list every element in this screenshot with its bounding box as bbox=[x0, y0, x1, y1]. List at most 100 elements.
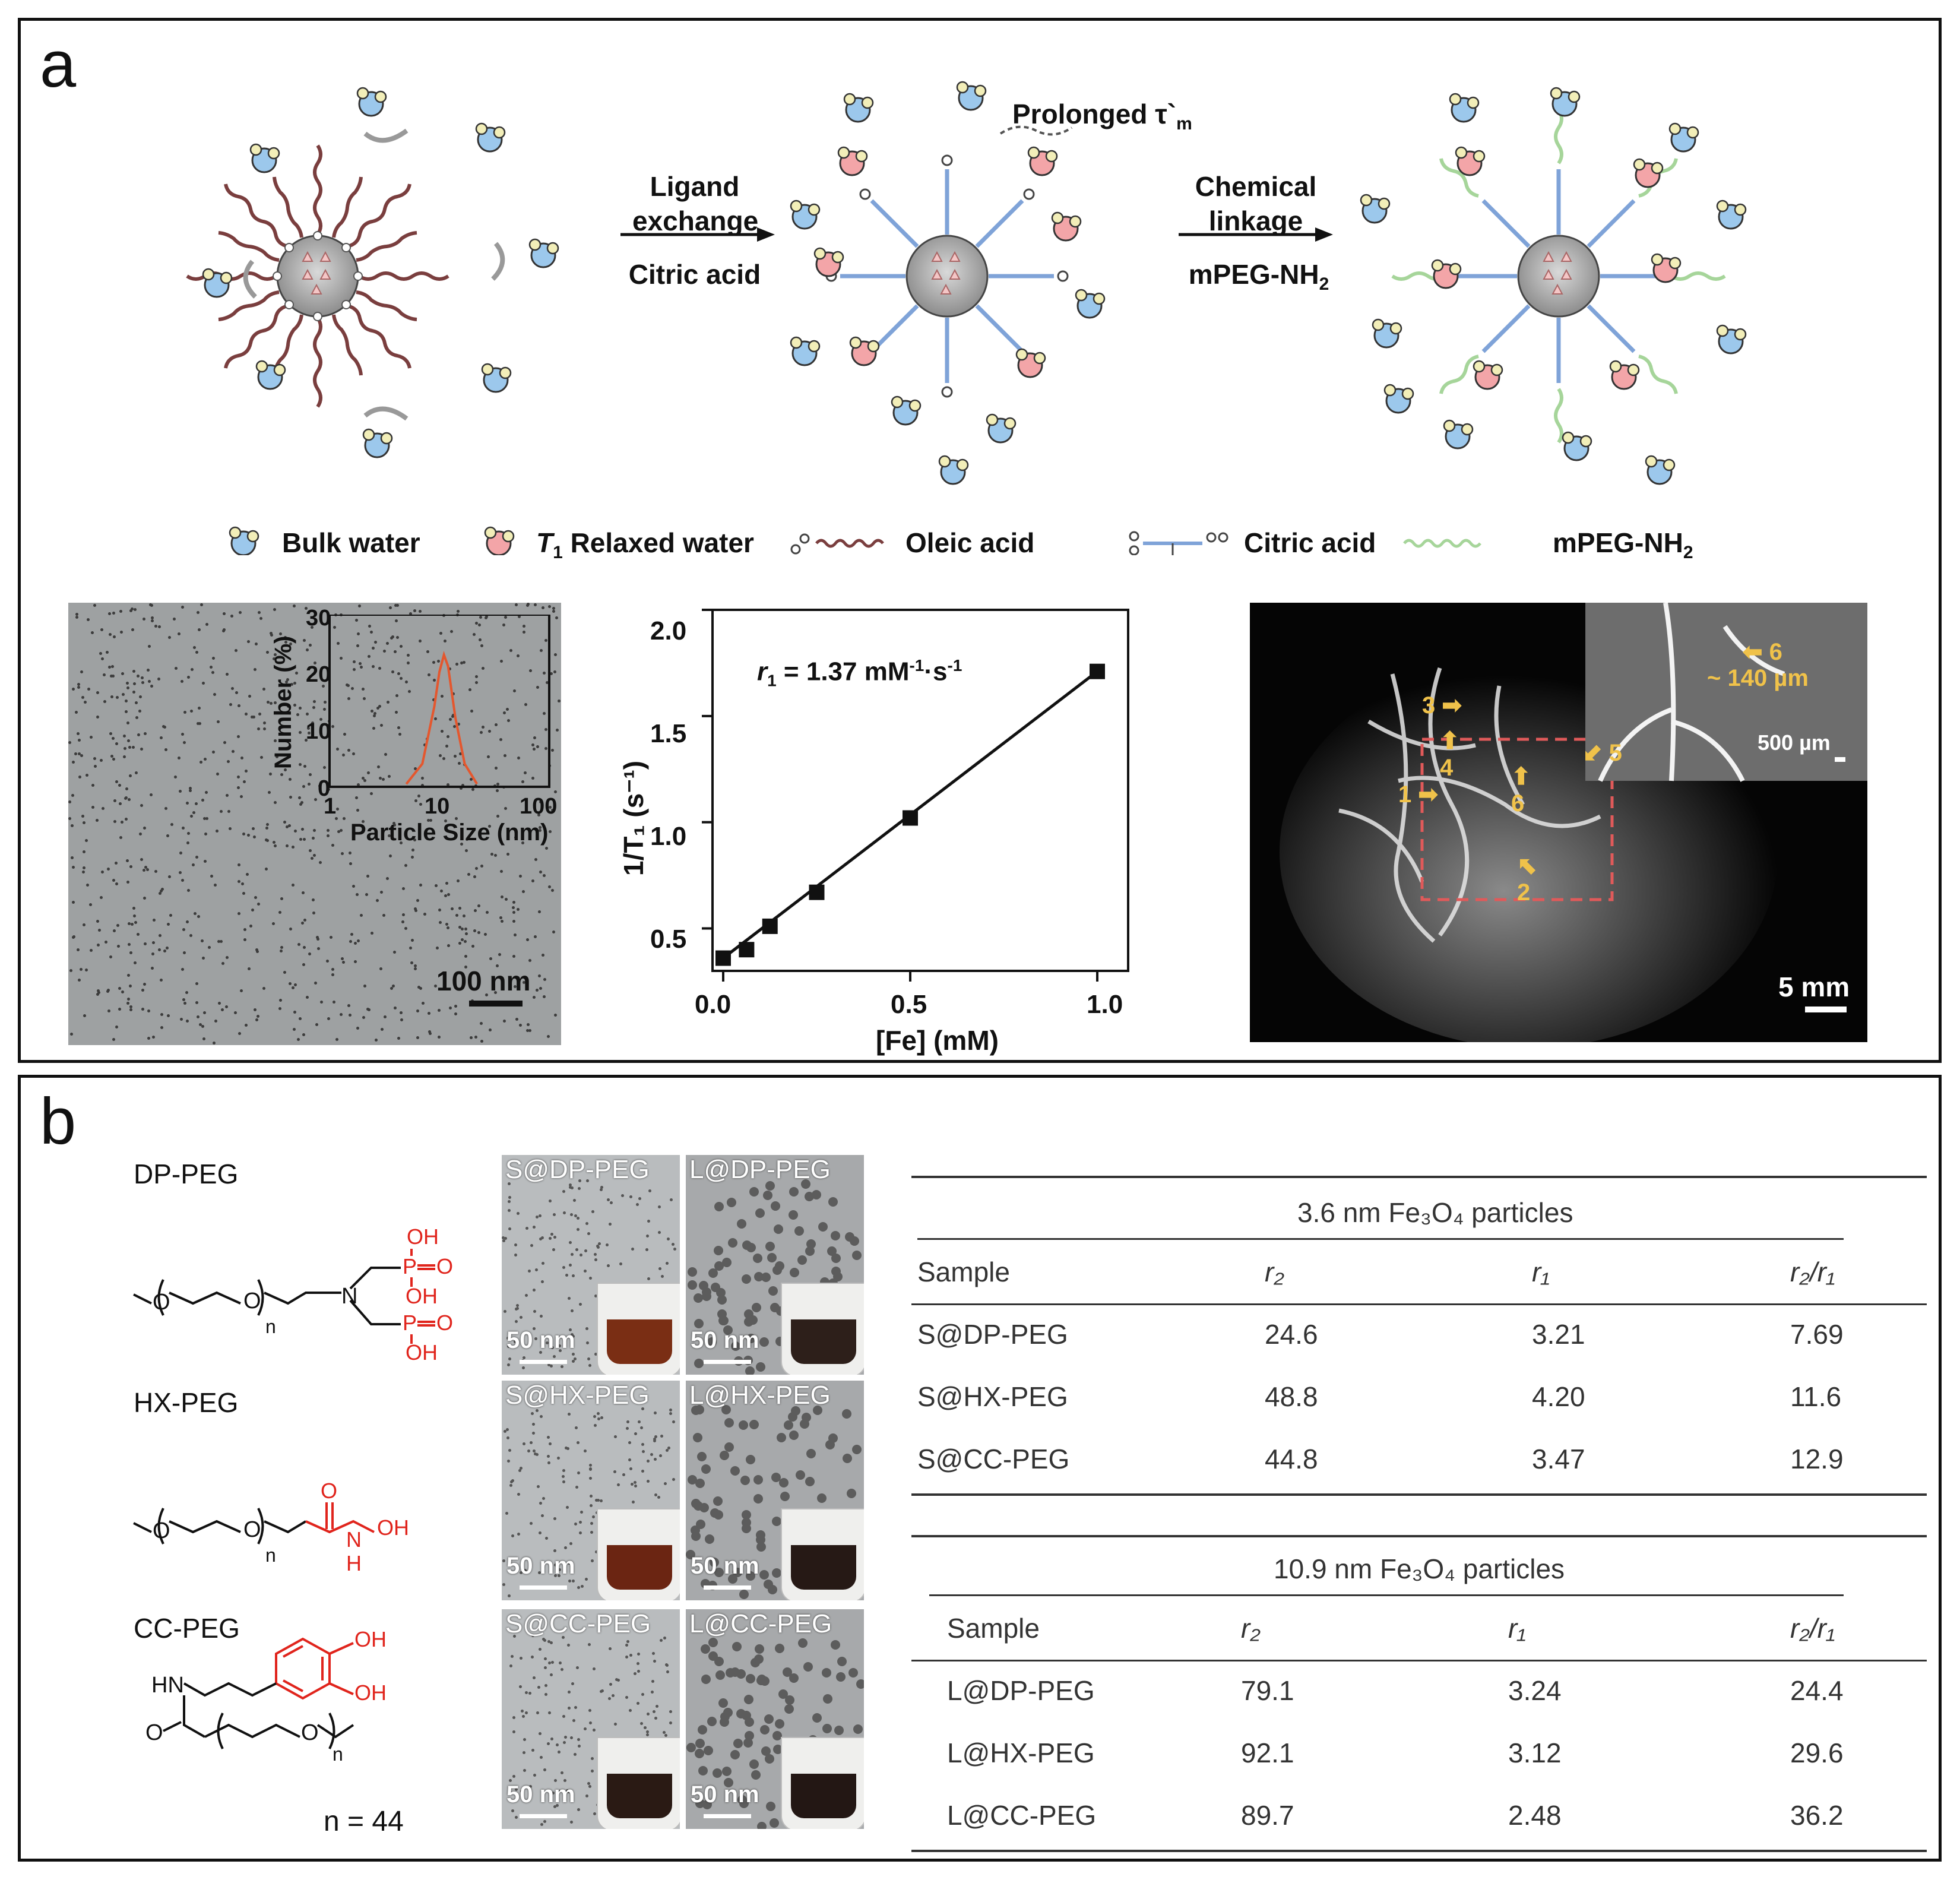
nanoparticle-dot bbox=[157, 625, 161, 629]
nanoparticle-dot bbox=[554, 1014, 558, 1017]
nanoparticle-dot bbox=[162, 724, 165, 728]
nanoparticle-dot bbox=[548, 1711, 552, 1714]
inset-ytick-20: 20 bbox=[306, 662, 331, 687]
nanoparticle-dot bbox=[444, 894, 448, 897]
nanoparticle-dot bbox=[100, 896, 103, 900]
nanoparticle-dot bbox=[313, 829, 316, 833]
nanoparticle-dot bbox=[77, 685, 80, 689]
table-cell: 3.24 bbox=[1508, 1675, 1562, 1706]
nanoparticle-dot bbox=[83, 866, 86, 870]
nanoparticle-dot bbox=[585, 1794, 588, 1797]
nanoparticle-dot bbox=[165, 946, 169, 950]
nanoparticle-dot bbox=[303, 918, 306, 922]
nanoparticle-dot bbox=[639, 1426, 643, 1430]
vial-photo bbox=[597, 1737, 680, 1829]
nanoparticle-dot bbox=[280, 897, 283, 901]
nanoparticle-dot bbox=[579, 1521, 582, 1524]
nanoparticle-dot bbox=[629, 1195, 632, 1198]
nanoparticle-dot bbox=[198, 628, 201, 631]
nanoparticle-dot bbox=[297, 943, 300, 947]
nanoparticle-dot bbox=[715, 1670, 726, 1680]
nanoparticle-dot bbox=[474, 681, 478, 684]
nanoparticle-dot bbox=[609, 1201, 613, 1204]
nanoparticle-dot bbox=[112, 1038, 115, 1042]
nanoparticle-dot bbox=[202, 1037, 205, 1040]
nanoparticle-dot bbox=[71, 856, 74, 860]
nanoparticle-dot bbox=[591, 1210, 594, 1213]
nanoparticle-dot bbox=[127, 998, 131, 1001]
nanoparticle-dot bbox=[293, 682, 296, 685]
ytick-0-5: 0.5 bbox=[650, 925, 687, 954]
size-distribution-inset bbox=[328, 615, 550, 788]
nanoparticle-dot bbox=[182, 951, 186, 955]
nanoparticle-dot bbox=[112, 612, 116, 615]
nanoparticle-dot bbox=[572, 1719, 576, 1723]
nanoparticle-dot bbox=[214, 1020, 218, 1023]
nanoparticle-dot bbox=[178, 757, 181, 760]
nanoparticle-dot bbox=[409, 946, 413, 950]
nanoparticle-dot bbox=[253, 835, 257, 839]
nanoparticle-dot bbox=[567, 1691, 571, 1694]
nanoparticle-dot bbox=[197, 1015, 200, 1019]
vial-liquid bbox=[791, 1319, 856, 1364]
nanoparticle-dot bbox=[205, 623, 208, 626]
nanoparticle-dot bbox=[414, 964, 417, 967]
nanoparticle-dot bbox=[669, 1198, 673, 1202]
table-cell: 3.21 bbox=[1532, 1319, 1585, 1350]
nanoparticle-dot bbox=[404, 680, 408, 683]
nanoparticle-dot bbox=[303, 838, 306, 841]
nanoparticle-dot bbox=[125, 818, 128, 821]
nanoparticle-dot bbox=[91, 784, 95, 787]
nanoparticle-dot bbox=[714, 1261, 724, 1271]
nanoparticle-dot bbox=[575, 1248, 579, 1251]
nanoparticle-dot bbox=[508, 1209, 511, 1213]
table-cell: 3.47 bbox=[1532, 1444, 1585, 1474]
nanoparticle-dot bbox=[596, 1244, 600, 1248]
nanoparticle-dot bbox=[410, 855, 414, 859]
nanoparticle-dot bbox=[698, 1725, 708, 1735]
nanoparticle-dot bbox=[522, 630, 525, 634]
nanoparticle-dot bbox=[525, 938, 529, 941]
tem-sample-label: S@HX-PEG bbox=[505, 1381, 650, 1410]
inset-ylabel: Number (%) bbox=[270, 635, 296, 769]
nanoparticle-dot bbox=[89, 903, 93, 907]
nanoparticle-dot bbox=[667, 1447, 670, 1450]
nanoparticle-dot bbox=[746, 1333, 756, 1343]
nanoparticle-dot bbox=[831, 1640, 841, 1650]
nanoparticle-dot bbox=[658, 1267, 661, 1270]
nanoparticle-dot bbox=[313, 661, 316, 664]
nanoparticle-dot bbox=[289, 642, 292, 645]
nanoparticle-dot bbox=[157, 678, 160, 681]
nanoparticle-dot bbox=[138, 709, 142, 713]
nanoparticle-dot bbox=[577, 1737, 580, 1741]
nanoparticle-dot bbox=[536, 745, 540, 749]
nanoparticle-dot bbox=[254, 896, 258, 900]
nanoparticle-dot bbox=[507, 1363, 511, 1366]
nanoparticle-dot bbox=[369, 630, 373, 634]
nanoparticle-dot bbox=[664, 1733, 668, 1737]
nanoparticle-dot bbox=[520, 1789, 523, 1793]
nanoparticle-dot bbox=[653, 1437, 656, 1441]
nanoparticle-dot bbox=[562, 1715, 565, 1718]
nanoparticle-dot bbox=[437, 1009, 441, 1012]
nanoparticle-dot bbox=[82, 821, 86, 824]
table-cell: 29.6 bbox=[1790, 1737, 1844, 1768]
nanoparticle-dot bbox=[813, 1405, 823, 1415]
nanoparticle-dot bbox=[350, 686, 354, 690]
nanoparticle-dot bbox=[580, 1511, 584, 1514]
nanoparticle-dot bbox=[448, 667, 451, 671]
nanoparticle-dot bbox=[789, 1430, 799, 1441]
nanoparticle-dot bbox=[549, 1641, 553, 1644]
nanoparticle-dot bbox=[780, 1492, 790, 1502]
nanoparticle-dot bbox=[613, 1470, 617, 1473]
nanoparticle-dot bbox=[305, 713, 309, 716]
nanoparticle-dot bbox=[502, 1019, 506, 1023]
nanoparticle-dot bbox=[756, 1542, 767, 1552]
nanoparticle-dot bbox=[821, 1668, 831, 1678]
nanoparticle-dot bbox=[129, 984, 132, 988]
nanoparticle-dot bbox=[699, 1503, 709, 1513]
nanoparticle-dot bbox=[698, 1765, 708, 1775]
nanoparticle-dot bbox=[797, 1255, 807, 1265]
nanoparticle-dot bbox=[468, 688, 471, 691]
nanoparticle-dot bbox=[589, 1495, 593, 1498]
